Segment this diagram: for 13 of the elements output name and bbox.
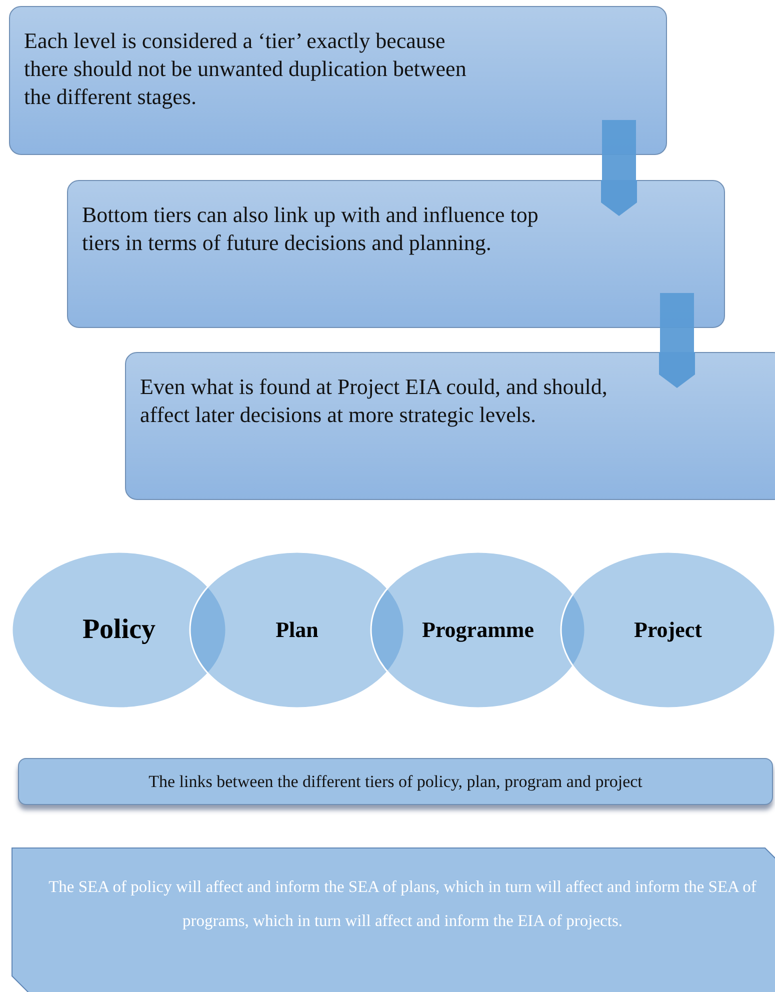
- tier-label: Policy: [82, 614, 156, 646]
- text-box: [67, 180, 725, 328]
- tier-label: Project: [634, 617, 702, 643]
- tier-label: Programme: [422, 617, 534, 643]
- text-box: [9, 6, 667, 155]
- caption-text: The links between the different tiers of policy, plan, program and project: [148, 772, 642, 792]
- text-box: [125, 352, 775, 500]
- text-box: [18, 758, 773, 805]
- note-text: The SEA of policy will affect and inform the SEA of plans, which in turn will affect and inform the SEA of programs, which in turn will affect and inform the EIA of projects.: [48, 876, 758, 932]
- tier-description: Bottom tiers can also link up with and influence top tiers in terms of future decisions and planning.: [82, 201, 540, 257]
- tier-description: Even what is found at Project EIA could, and should, affect later decisions at more strategic levels.: [140, 373, 608, 429]
- tier-description: Each level is considered a ‘tier’ exactly because there should not be unwanted duplication between the different stages.: [24, 27, 468, 111]
- tier-label: Plan: [276, 617, 318, 643]
